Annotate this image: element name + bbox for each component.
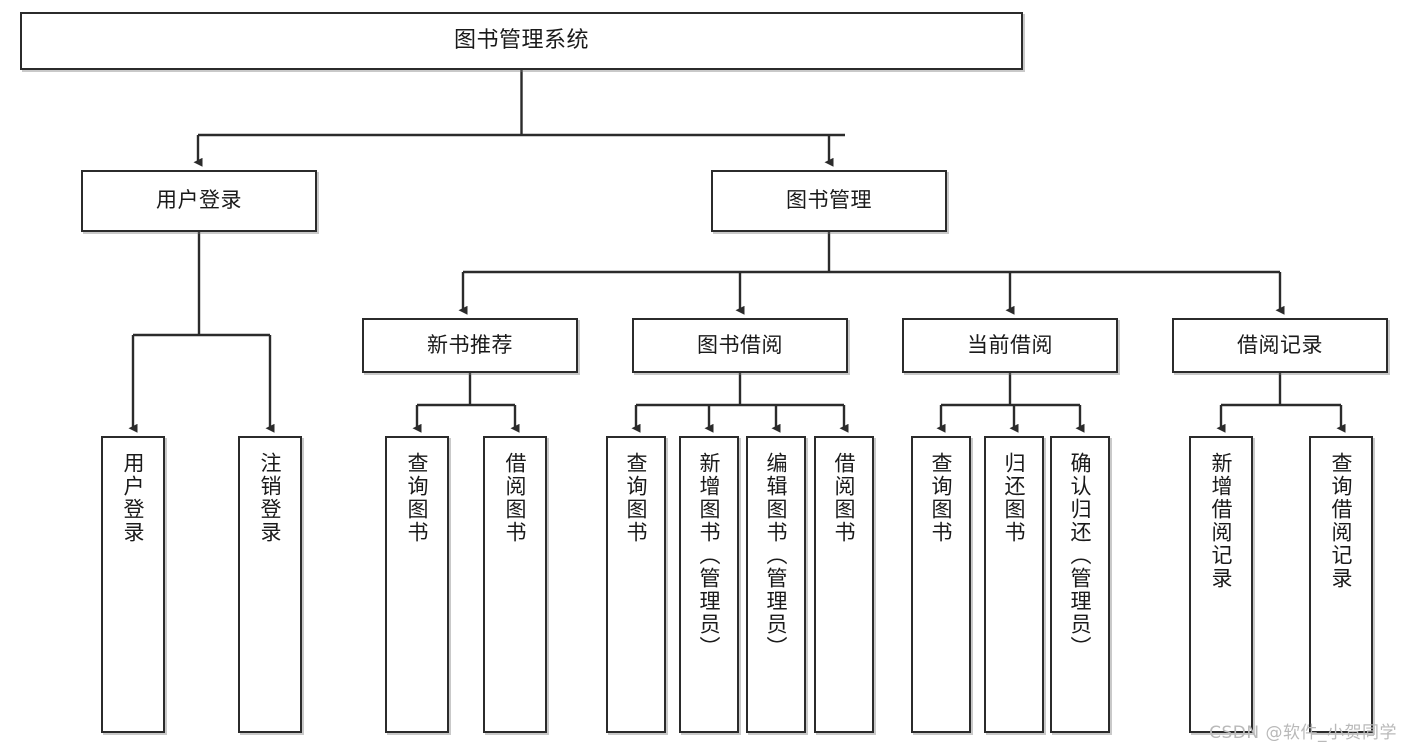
node-leaf-borrow-books-borrow[interactable]: 借阅图书 xyxy=(814,436,874,733)
node-root-label: 图书管理系统 xyxy=(453,27,589,53)
node-leaf-borrow-books-newbooks[interactable]: 借阅图书 xyxy=(483,436,547,733)
node-level2-borrow-records[interactable]: 借阅记录 xyxy=(1172,318,1388,373)
node-leaf-add-book-admin[interactable]: 新增图书（管理员） xyxy=(679,436,739,733)
csdn-watermark: CSDN @软件_小贺同学 xyxy=(1209,723,1397,743)
node-leaf-add-borrow-record-label: 新增借阅记录 xyxy=(1209,452,1234,590)
node-level2-borrow-records-label: 借阅记录 xyxy=(1237,332,1323,357)
node-level1-book-management-label: 图书管理 xyxy=(786,188,872,213)
node-leaf-query-books-current[interactable]: 查询图书 xyxy=(911,436,971,733)
node-root[interactable]: 图书管理系统 xyxy=(20,12,1023,70)
node-level2-book-borrow[interactable]: 图书借阅 xyxy=(632,318,848,373)
node-level2-new-book-recommend-label: 新书推荐 xyxy=(427,332,513,357)
node-level2-current-borrow-label: 当前借阅 xyxy=(967,332,1053,357)
node-level1-book-management[interactable]: 图书管理 xyxy=(711,170,947,232)
node-leaf-confirm-return-admin[interactable]: 确认归还（管理员） xyxy=(1050,436,1110,733)
node-leaf-query-books-borrow[interactable]: 查询图书 xyxy=(606,436,666,733)
node-leaf-borrow-books-borrow-label: 借阅图书 xyxy=(832,452,857,544)
node-leaf-return-books[interactable]: 归还图书 xyxy=(984,436,1044,733)
node-leaf-query-books-newbooks[interactable]: 查询图书 xyxy=(385,436,449,733)
node-leaf-add-book-admin-label: 新增图书（管理员） xyxy=(697,452,722,659)
node-leaf-query-books-borrow-label: 查询图书 xyxy=(624,452,649,544)
node-leaf-user-login-label: 用户登录 xyxy=(121,452,146,544)
node-leaf-logout[interactable]: 注销登录 xyxy=(238,436,302,733)
node-leaf-query-borrow-record-label: 查询借阅记录 xyxy=(1329,452,1354,590)
node-leaf-edit-book-admin[interactable]: 编辑图书（管理员） xyxy=(746,436,806,733)
node-level1-user-login-label: 用户登录 xyxy=(156,188,242,213)
node-leaf-query-books-newbooks-label: 查询图书 xyxy=(405,452,430,544)
node-level1-user-login[interactable]: 用户登录 xyxy=(81,170,317,232)
node-level2-book-borrow-label: 图书借阅 xyxy=(697,332,783,357)
node-leaf-return-books-label: 归还图书 xyxy=(1002,452,1027,544)
node-level2-new-book-recommend[interactable]: 新书推荐 xyxy=(362,318,578,373)
node-leaf-edit-book-admin-label: 编辑图书（管理员） xyxy=(764,452,789,659)
node-level2-current-borrow[interactable]: 当前借阅 xyxy=(902,318,1118,373)
node-leaf-borrow-books-newbooks-label: 借阅图书 xyxy=(503,452,528,544)
node-leaf-user-login[interactable]: 用户登录 xyxy=(101,436,165,733)
node-leaf-logout-label: 注销登录 xyxy=(258,452,283,544)
node-leaf-add-borrow-record[interactable]: 新增借阅记录 xyxy=(1189,436,1253,733)
node-leaf-query-books-current-label: 查询图书 xyxy=(929,452,954,544)
node-leaf-confirm-return-admin-label: 确认归还（管理员） xyxy=(1068,452,1093,659)
node-leaf-query-borrow-record[interactable]: 查询借阅记录 xyxy=(1309,436,1373,733)
